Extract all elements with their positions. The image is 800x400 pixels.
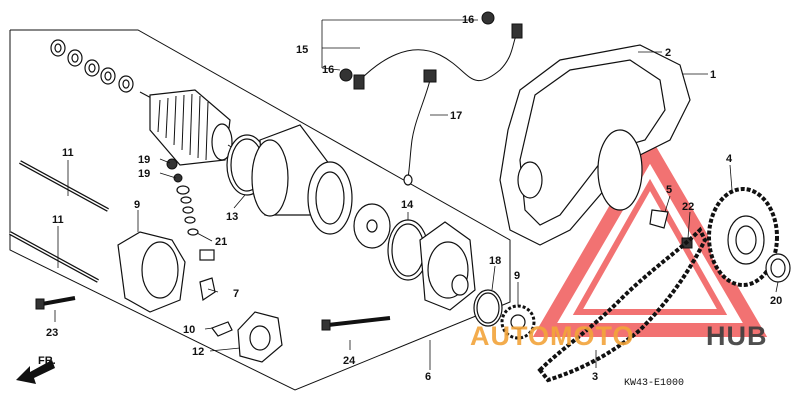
label-10: 10 — [183, 324, 195, 336]
label-2: 2 — [665, 47, 671, 59]
small-hardware — [166, 158, 233, 337]
armature — [139, 89, 241, 166]
drive-chain — [537, 226, 708, 383]
brush-holder — [237, 311, 283, 363]
direction-label: FR. — [38, 355, 56, 367]
label-20: 20 — [770, 295, 782, 307]
label-17: 17 — [450, 110, 462, 122]
label-9: 9 — [134, 199, 140, 211]
motor-case — [251, 124, 353, 235]
front-cover — [419, 221, 476, 311]
watermark-text: AUTOMOTO HUB — [470, 321, 768, 351]
label-3: 3 — [592, 371, 598, 383]
bearing-ring — [765, 253, 791, 283]
label-11-lower: 11 — [52, 214, 64, 226]
frame-lines — [9, 29, 511, 391]
diagram-code: KW43-E1000 — [624, 378, 684, 389]
label-23: 23 — [46, 327, 58, 339]
rear-housing — [117, 231, 186, 313]
watermark-part2: HUB — [706, 321, 768, 351]
label-12: 12 — [192, 346, 204, 358]
label-16-lower: 16 — [322, 64, 334, 76]
starter-cable — [353, 23, 523, 90]
starter-gear — [707, 187, 779, 287]
disk-washer — [353, 203, 391, 249]
part-labels: 11 11 9 19 19 21 7 10 12 13 14 18 9 6 24… — [38, 14, 782, 389]
label-6: 6 — [425, 371, 431, 383]
direction-arrow — [16, 360, 55, 384]
o-ring-18 — [473, 289, 503, 327]
label-4: 4 — [726, 153, 733, 165]
label-18: 18 — [489, 255, 501, 267]
through-bolts — [9, 160, 109, 283]
label-14: 14 — [401, 199, 414, 211]
label-19-upper: 19 — [138, 154, 150, 166]
leader-lines — [54, 19, 779, 370]
label-21: 21 — [215, 236, 227, 248]
label-7: 7 — [233, 288, 239, 300]
label-15: 15 — [296, 44, 308, 56]
washer-stack — [50, 39, 134, 93]
label-13: 13 — [226, 211, 238, 223]
label-16-upper: 16 — [462, 14, 474, 26]
housing-gaskets — [499, 44, 691, 246]
label-11-upper: 11 — [62, 147, 74, 159]
mounting-bolts — [35, 296, 391, 331]
label-8: 9 — [514, 270, 520, 282]
watermark-part1: AUTOMOTO — [470, 321, 635, 351]
cable-nuts — [339, 11, 495, 82]
label-24: 24 — [343, 355, 356, 367]
ground-cable — [403, 69, 437, 186]
label-22: 22 — [682, 201, 694, 213]
label-1: 1 — [710, 69, 716, 81]
small-sprocket — [500, 304, 536, 340]
label-19-lower: 19 — [138, 168, 150, 180]
label-5: 5 — [666, 184, 672, 196]
